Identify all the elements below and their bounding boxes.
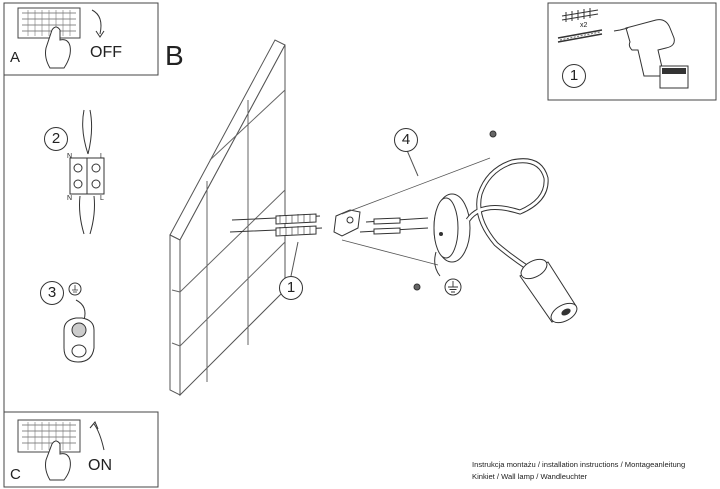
step-1-wall-number: 1 xyxy=(279,276,303,300)
lamp-arm-illustration xyxy=(465,158,549,271)
earth-symbol-icon xyxy=(444,278,462,296)
footer-line-2: Kinkiet / Wall lamp / Wandleuchter xyxy=(472,472,588,481)
panel-c-action: ON xyxy=(88,457,112,474)
switch-on-illustration xyxy=(17,419,105,481)
panel-b-letter: B xyxy=(165,40,184,71)
step-3-number: 3 xyxy=(40,281,64,305)
earth-terminal-illustration xyxy=(63,282,95,363)
wire-l-top: L xyxy=(100,153,104,160)
terminal-block-illustration xyxy=(69,109,105,235)
step-1-tools-number: 1 xyxy=(562,64,586,88)
anchor-quantity: x2 xyxy=(580,22,588,29)
mounting-bracket-illustration xyxy=(333,209,429,237)
frame-c xyxy=(3,411,159,488)
footer-line-1: Instrukcja montażu / installation instru… xyxy=(472,460,686,469)
wire-n-bottom: N xyxy=(67,195,73,202)
lamp-shade-illustration xyxy=(519,258,578,324)
frame-tools xyxy=(547,2,717,101)
wall-illustration xyxy=(169,39,286,397)
wire-n-top: N xyxy=(67,153,73,160)
panel-a-action: OFF xyxy=(90,44,122,61)
panel-a-letter: A xyxy=(10,49,21,66)
step-2-number: 2 xyxy=(44,127,68,151)
lamp-base-illustration xyxy=(413,130,497,291)
wire-l-bottom: L xyxy=(100,195,104,202)
tools-illustration xyxy=(557,8,689,89)
switch-off-illustration xyxy=(17,7,105,69)
frame-a xyxy=(3,2,159,76)
panel-c-letter: C xyxy=(10,466,21,483)
wall-anchors-illustration xyxy=(229,213,323,237)
step-4-number: 4 xyxy=(394,128,418,152)
